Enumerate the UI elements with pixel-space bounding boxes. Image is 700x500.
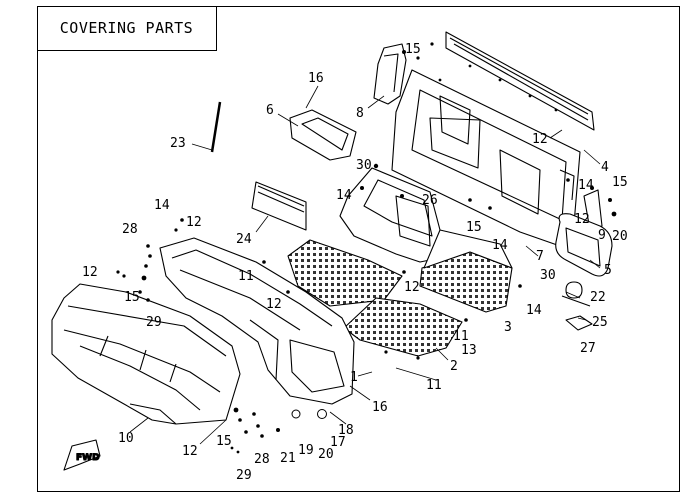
part-front-dash <box>51 283 241 425</box>
callout-28: 28 <box>254 452 270 467</box>
part-left-side-panel <box>159 237 355 405</box>
callout-11: 11 <box>238 269 254 284</box>
callout-15: 15 <box>612 175 628 190</box>
callout-4: 4 <box>601 160 609 175</box>
callout-20: 20 <box>318 447 334 462</box>
fwd-arrow-marker: FWD <box>63 439 101 471</box>
callout-10: 10 <box>118 431 134 446</box>
callout-20: 20 <box>612 229 628 244</box>
callout-18: 18 <box>338 423 354 438</box>
diagram-frame <box>37 6 680 492</box>
callout-24: 24 <box>236 232 252 247</box>
callout-7: 7 <box>536 249 544 264</box>
part-clip-plate <box>565 315 593 331</box>
callout-12: 12 <box>574 212 590 227</box>
callout-6: 6 <box>266 103 274 118</box>
callout-11: 11 <box>453 329 469 344</box>
callout-22: 22 <box>590 290 606 305</box>
part-rect-panel <box>251 181 307 231</box>
part-left-floor-mesh <box>287 239 403 307</box>
leader-lines <box>129 85 601 445</box>
callout-labels: 15 16 6 8 23 12 4 30 14 26 14 15 12 9 20… <box>82 42 628 483</box>
callout-23: 23 <box>170 136 186 151</box>
callout-30: 30 <box>356 158 372 173</box>
callout-15: 15 <box>124 290 140 305</box>
callout-30: 30 <box>540 268 556 283</box>
callout-1: 1 <box>350 370 358 385</box>
callout-15: 15 <box>466 220 482 235</box>
callout-14: 14 <box>154 198 170 213</box>
part-left-bracket <box>373 43 407 105</box>
part-center-console <box>339 167 441 263</box>
callout-15: 15 <box>405 42 421 57</box>
part-oval-frame <box>555 213 613 277</box>
callout-21: 21 <box>280 451 296 466</box>
callout-14: 14 <box>526 303 542 318</box>
callout-19: 19 <box>298 443 314 458</box>
callout-12: 12 <box>82 265 98 280</box>
callout-28: 28 <box>122 222 138 237</box>
diagram-title: COVERING PARTS <box>59 19 194 37</box>
callout-13: 13 <box>461 343 477 358</box>
callout-14: 14 <box>578 178 594 193</box>
callout-29: 29 <box>146 315 162 330</box>
callout-15: 15 <box>216 434 232 449</box>
part-rod <box>210 101 222 153</box>
callout-16: 16 <box>372 400 388 415</box>
callout-26: 26 <box>422 193 438 208</box>
callout-3: 3 <box>504 320 512 335</box>
callout-11: 11 <box>426 378 442 393</box>
callout-25: 25 <box>592 315 608 330</box>
part-rear-floor-mesh <box>419 229 513 313</box>
callout-2: 2 <box>450 359 458 374</box>
callout-9: 9 <box>598 228 606 243</box>
part-small-tray <box>289 109 357 161</box>
callout-14: 14 <box>492 238 508 253</box>
callout-16: 16 <box>308 71 324 86</box>
callout-29: 29 <box>236 468 252 483</box>
callout-17: 17 <box>330 435 346 450</box>
part-grommet <box>561 281 591 307</box>
callout-12: 12 <box>266 297 282 312</box>
callout-12: 12 <box>182 444 198 459</box>
callout-12: 12 <box>404 280 420 295</box>
callout-12: 12 <box>186 215 202 230</box>
callout-27: 27 <box>580 341 596 356</box>
part-front-floor-mesh <box>343 297 463 357</box>
callout-14: 14 <box>336 188 352 203</box>
title-box: COVERING PARTS <box>37 6 217 51</box>
fasteners <box>116 42 617 454</box>
part-rear-top-rail <box>445 31 595 131</box>
callout-5: 5 <box>604 263 612 278</box>
callout-12: 12 <box>532 132 548 147</box>
part-right-bracket <box>583 189 603 231</box>
callout-8: 8 <box>356 106 364 121</box>
fwd-text: FWD <box>76 453 100 463</box>
